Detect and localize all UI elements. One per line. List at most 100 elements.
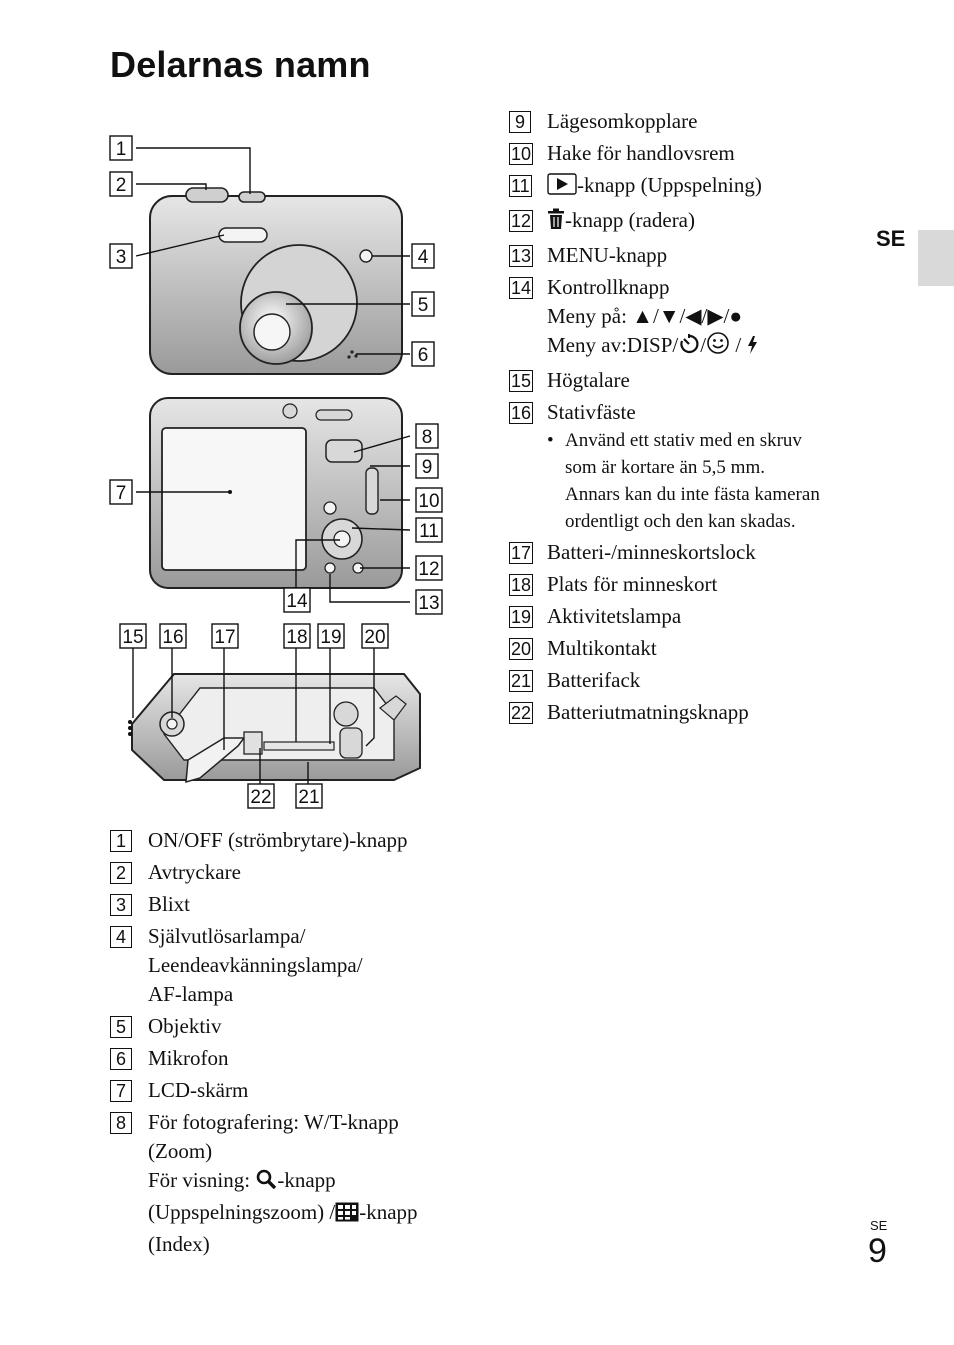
callout-label: 16 (162, 627, 183, 648)
callout-label: 9 (422, 457, 433, 478)
legend-item-text: ON/OFF (strömbrytare)-knapp (148, 828, 408, 852)
legend-item-text: Leendeavkänningslampa/ (148, 953, 363, 977)
trash-icon (547, 208, 565, 238)
callout-label: 6 (418, 345, 429, 366)
legend-item-text: Blixt (148, 892, 191, 916)
legend-item-text: LCD-skärm (148, 1078, 249, 1102)
callout-12: 12 (415, 555, 443, 581)
legend-item-16: 16 StativfästeAnvänd ett stativ med en sk… (509, 398, 889, 535)
legend-item-11: 11 -knapp (Uppspelning) (509, 171, 889, 203)
legend-item-text: MENU-knapp (547, 243, 668, 267)
flash-icon (746, 334, 758, 363)
callout-label: 2 (116, 175, 127, 196)
item-number: 13 (509, 245, 534, 267)
callout-label: 10 (418, 491, 439, 512)
legend-item-text: För fotografering: W/T-knapp (148, 1110, 399, 1134)
language-tab (918, 230, 954, 286)
callout-17: 17 (211, 623, 239, 649)
legend-item-text: Batteri-/minneskortslock (547, 540, 756, 564)
legend-item-8: 8 För fotografering: W/T-knapp (Zoom) För v… (110, 1108, 470, 1259)
callout-21: 21 (295, 783, 323, 809)
footer-lang: SE (870, 1218, 888, 1233)
smile-icon (706, 331, 730, 363)
item-number: 22 (509, 702, 534, 724)
item-number: 10 (509, 143, 534, 165)
item-number: 6 (110, 1048, 132, 1070)
legend-item-text: Kontrollknapp (547, 275, 670, 299)
legend-item-text: Självutlösarlampa/ (148, 924, 306, 948)
callout-9: 9 (415, 453, 439, 479)
item-number: 5 (110, 1016, 132, 1038)
item-number: 18 (509, 574, 534, 596)
callout-15: 15 (119, 623, 147, 649)
power-button-shape (238, 191, 266, 203)
legend-item-text: -knapp (radera) (547, 206, 889, 238)
callout-13: 13 (415, 589, 443, 615)
legend-item-text: Hake för handlovsrem (547, 141, 735, 165)
camera-bottom-view (128, 648, 421, 784)
callout-10: 10 (415, 487, 443, 513)
legend-item-text: -knapp (Uppspelning) (547, 171, 889, 203)
legend-item-text: Multikontakt (547, 636, 657, 660)
magnifier-icon (255, 1168, 277, 1198)
legend-item-12: 12-knapp (radera) (509, 206, 889, 238)
legend-item-text: Batterifack (547, 668, 641, 692)
legend-item-text: Meny på: ▲/▼/◀/▶/● (547, 304, 743, 328)
callout-label: 14 (286, 591, 308, 612)
legend-item-7: 7 LCD-skärm (110, 1076, 470, 1105)
callout-label: 11 (419, 521, 439, 542)
legend-item-text: Aktivitetslampa (547, 604, 682, 628)
item-number: 1 (110, 830, 132, 852)
legend-item-10: 10 Hake för handlovsrem (509, 139, 889, 168)
callout-3: 3 (109, 243, 133, 269)
legend-item-text: Meny av:DISP// / (547, 331, 889, 363)
callout-18: 18 (283, 623, 311, 649)
legend-item-text: Lägesomkopplare (547, 109, 698, 133)
callout-label: 18 (286, 627, 307, 648)
legend-item-text: (Zoom) (148, 1139, 213, 1163)
callout-4: 4 (411, 243, 435, 269)
callout-7: 7 (109, 479, 133, 505)
index-grid-icon (335, 1201, 359, 1230)
legend-item-text: Stativfäste (547, 400, 636, 424)
shutter-button-shape (185, 187, 229, 203)
item-number: 14 (509, 277, 534, 299)
callout-label: 1 (116, 139, 127, 160)
item-number: 8 (110, 1112, 132, 1134)
callout-1: 1 (109, 135, 133, 161)
item-number: 16 (509, 402, 534, 424)
item-number: 11 (509, 175, 532, 197)
callout-label: 8 (422, 427, 433, 448)
callout-6: 6 (411, 341, 435, 367)
language-tab-label: SE (876, 226, 906, 251)
play-icon (547, 173, 577, 203)
item-number: 20 (509, 638, 534, 660)
legend-item-1: 1 ON/OFF (strömbrytare)-knapp (110, 826, 470, 855)
callout-label: 20 (364, 627, 385, 648)
callout-label: 3 (116, 247, 127, 268)
legend-item-text: För visning: -knapp (148, 1166, 470, 1198)
legend-item-text: Avtryckare (148, 860, 241, 884)
direction-symbols: ▲/▼/◀/▶/● (632, 304, 743, 328)
callout-5: 5 (411, 291, 435, 317)
item-number: 15 (509, 370, 534, 392)
callout-2: 2 (109, 171, 133, 197)
camera-back-view (136, 397, 411, 603)
callout-19: 19 (317, 623, 345, 649)
callout-20: 20 (361, 623, 389, 649)
item-number: 7 (110, 1080, 132, 1102)
flash-window (218, 227, 268, 243)
